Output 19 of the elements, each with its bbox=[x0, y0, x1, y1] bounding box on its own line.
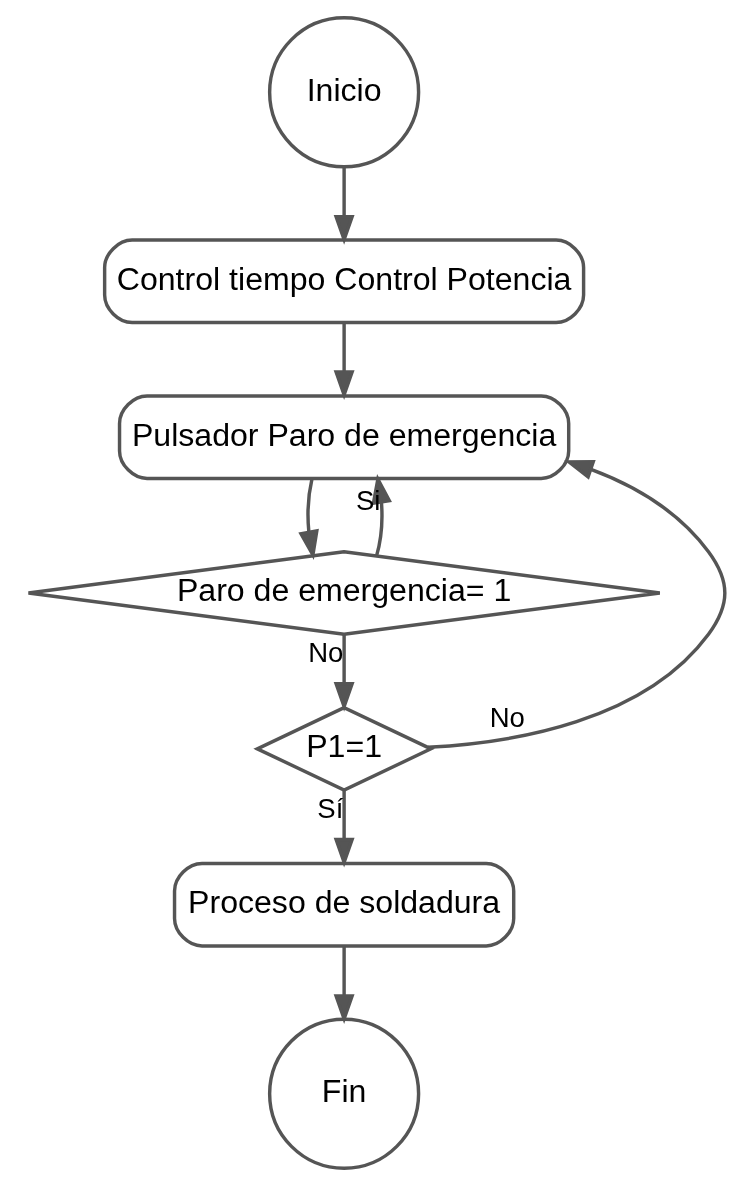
arrow bbox=[333, 946, 355, 1025]
arrow bbox=[298, 478, 319, 560]
edge-label: Si bbox=[355, 485, 381, 517]
arrow bbox=[333, 635, 355, 712]
node-box: Control tiempo Control Potencia bbox=[102, 238, 586, 325]
arrow bbox=[333, 167, 355, 245]
edge-label: Sí bbox=[317, 793, 344, 825]
node-diamond: Paro de emergencia= 1 bbox=[26, 550, 662, 636]
node-box: Pulsador Paro de emergencia bbox=[117, 394, 571, 481]
arrow bbox=[333, 790, 355, 868]
arrow bbox=[333, 323, 355, 401]
node-box: Proceso de soldadura bbox=[172, 861, 516, 948]
node-circle: Fin bbox=[267, 1017, 421, 1170]
arrow bbox=[427, 459, 727, 749]
arrow bbox=[371, 474, 392, 557]
node-circle: Inicio bbox=[267, 16, 421, 169]
edge-label: No bbox=[308, 637, 344, 669]
node-diamond: P1=1 bbox=[253, 705, 435, 792]
edge-label: No bbox=[489, 702, 525, 734]
